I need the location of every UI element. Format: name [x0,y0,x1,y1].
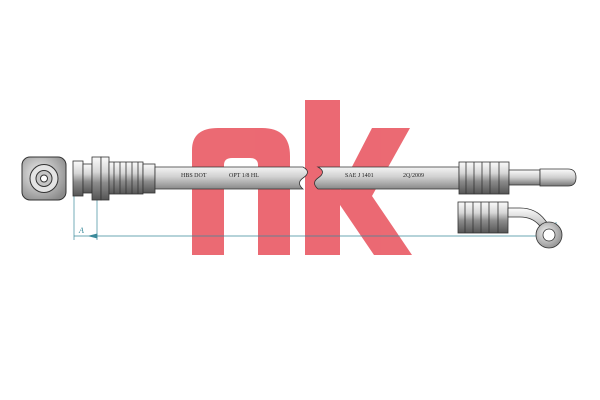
right-fitting [458,161,577,195]
dimension-label: A [78,226,84,235]
marking-1: HBS DOT [181,173,207,179]
hose-markings: HBS DOT OPT 1/8 HL SAE J 1401 2Q/2009 [181,173,424,179]
end-view-fitting [21,156,67,201]
left-fitting [72,156,156,201]
hose-body [154,166,460,190]
marking-3: SAE J 1401 [345,173,374,179]
banjo-fitting-view [457,201,563,249]
marking-2: OPT 1/8 HL [229,173,259,179]
marking-4: 2Q/2009 [403,173,424,179]
